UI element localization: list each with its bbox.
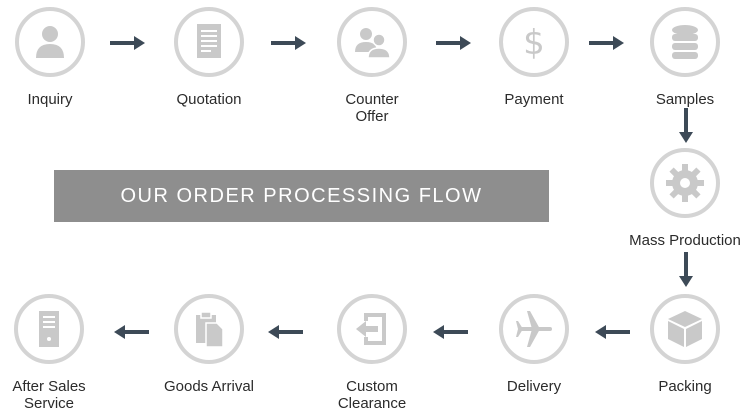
step-label: Goods Arrival	[163, 378, 255, 395]
step-quotation: Quotation	[149, 7, 269, 108]
step-label: After Sales Service	[12, 378, 86, 412]
arrow-right	[589, 36, 624, 50]
step-inquiry: Inquiry	[0, 7, 110, 108]
goods-arrival-circle	[174, 294, 244, 364]
gear-icon	[666, 164, 704, 202]
arrow-down	[679, 252, 693, 287]
step-label: Packing	[658, 378, 712, 395]
box-icon	[668, 311, 702, 347]
inquiry-circle	[15, 7, 85, 77]
step-goods-arrival: Goods Arrival	[149, 294, 269, 395]
step-label: Quotation	[176, 91, 242, 108]
step-label: Mass Production	[629, 232, 741, 249]
database-icon	[672, 25, 698, 59]
delivery-circle	[499, 294, 569, 364]
arrow-left	[114, 325, 149, 339]
packing-circle	[650, 294, 720, 364]
dollar-icon: $	[523, 23, 545, 63]
arrow-left	[595, 325, 630, 339]
airplane-icon	[516, 311, 552, 347]
step-label: Custom Clearance	[337, 378, 407, 412]
arrow-right	[271, 36, 306, 50]
step-after-sales-service: After Sales Service	[0, 294, 109, 412]
svg-text:$: $	[523, 23, 545, 63]
flow-title-banner: OUR ORDER PROCESSING FLOW	[54, 170, 549, 222]
server-icon	[39, 311, 59, 347]
step-packing: Packing	[625, 294, 745, 395]
step-samples: Samples	[625, 7, 745, 108]
arrow-down	[679, 108, 693, 143]
after-sales-service-circle	[14, 294, 84, 364]
step-label: Delivery	[506, 378, 562, 395]
step-label: Counter Offer	[345, 91, 399, 125]
arrow-left	[433, 325, 468, 339]
step-label: Samples	[655, 91, 715, 108]
step-label: Inquiry	[27, 91, 73, 108]
step-mass-production: Mass Production	[625, 148, 745, 249]
user-icon	[36, 26, 64, 58]
exit-icon	[356, 313, 386, 345]
counter-offer-circle	[337, 7, 407, 77]
custom-clearance-circle	[337, 294, 407, 364]
arrow-right	[110, 36, 145, 50]
payment-circle: $	[499, 7, 569, 77]
samples-circle	[650, 7, 720, 77]
step-payment: $ Payment	[474, 7, 594, 108]
arrow-left	[268, 325, 303, 339]
arrow-right	[436, 36, 471, 50]
step-label: Payment	[504, 91, 564, 108]
step-counter-offer: Counter Offer	[312, 7, 432, 125]
mass-production-circle	[650, 148, 720, 218]
group-icon	[355, 28, 391, 59]
quotation-circle	[174, 7, 244, 77]
clipboard-icon	[196, 311, 224, 348]
step-custom-clearance: Custom Clearance	[312, 294, 432, 412]
document-icon	[197, 24, 221, 58]
step-delivery: Delivery	[474, 294, 594, 395]
